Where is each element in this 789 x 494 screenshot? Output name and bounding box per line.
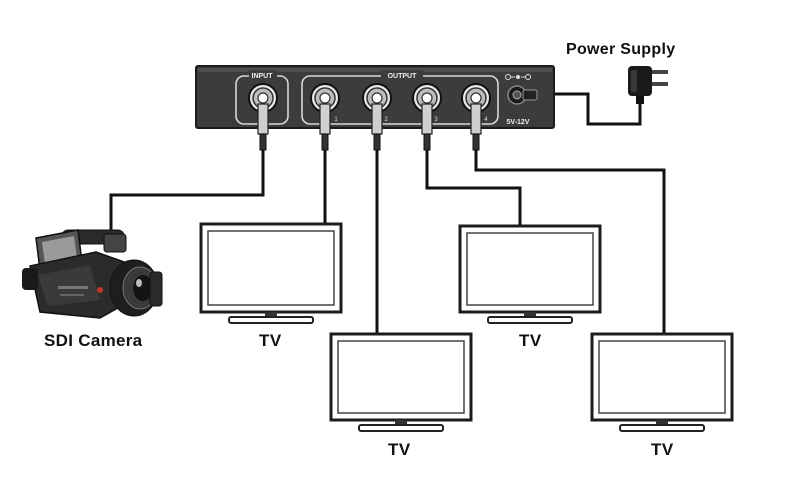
- tv-2-icon: [329, 332, 473, 432]
- tv-2-label: TV: [388, 440, 411, 459]
- bnc-connector-output-3: [412, 83, 442, 151]
- port-label-4: 4: [484, 117, 488, 123]
- tv-4-icon: [590, 332, 734, 432]
- tv-3-icon: [458, 224, 602, 324]
- tv-1-icon: [199, 222, 343, 324]
- cables: [109, 92, 666, 334]
- tv-4-label: TV: [651, 440, 674, 459]
- output-label: OUTPUT: [388, 73, 418, 80]
- port-label-1: 1: [334, 117, 338, 123]
- bnc-connector-output-1: [310, 83, 340, 151]
- tv-1-label: TV: [259, 331, 282, 350]
- bnc-connector-output-2: [362, 83, 392, 151]
- camcorder-icon: [22, 229, 163, 319]
- cable-input-to-camera: [109, 150, 265, 240]
- port-label-2: 2: [384, 117, 388, 123]
- bnc-connector-input: [248, 83, 278, 151]
- power-adapter-icon: [628, 66, 668, 104]
- power-supply-label: Power Supply: [566, 41, 676, 58]
- cable-power: [536, 92, 642, 126]
- voltage-label: 5V-12V: [507, 119, 530, 126]
- port-label-3: 3: [434, 117, 438, 123]
- dc-power-jack: [507, 85, 538, 105]
- tv-3-label: TV: [519, 331, 542, 350]
- sdi-camera-label: SDI Camera: [44, 331, 143, 350]
- dc-polarity-icon: [505, 74, 531, 80]
- input-label: INPUT: [252, 73, 274, 80]
- bnc-connector-output-4: [461, 83, 491, 151]
- cable-output4-to-tv4: [474, 150, 666, 334]
- cable-output3-to-tv3: [425, 150, 522, 226]
